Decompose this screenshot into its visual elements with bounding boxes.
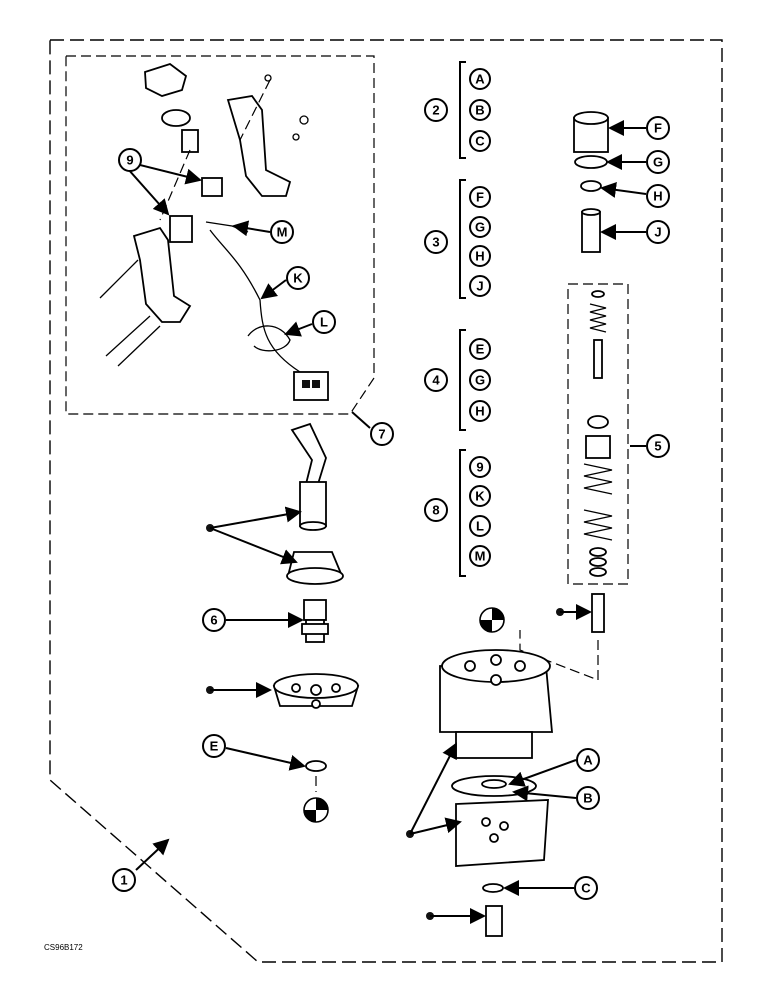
- svg-text:4: 4: [432, 373, 440, 388]
- svg-text:L: L: [320, 315, 328, 330]
- svg-text:G: G: [475, 220, 485, 235]
- svg-text:H: H: [653, 189, 662, 204]
- lever-column-drawing: [272, 422, 360, 792]
- svg-text:A: A: [475, 72, 485, 87]
- svg-text:8: 8: [432, 503, 439, 518]
- svg-text:J: J: [654, 225, 661, 240]
- kit-4-item-2: G: [469, 369, 491, 391]
- svg-text:C: C: [475, 134, 485, 149]
- svg-text:B: B: [583, 791, 592, 806]
- callout-J: J: [646, 220, 670, 244]
- svg-text:2: 2: [432, 103, 439, 118]
- kit-3-item-2: G: [469, 216, 491, 238]
- kit-4-item-3: H: [469, 400, 491, 422]
- kit-3-item-1: F: [469, 186, 491, 208]
- callout-E: E: [202, 734, 226, 758]
- callout-H: H: [646, 184, 670, 208]
- svg-text:E: E: [210, 739, 219, 754]
- kit-4-label: 4: [424, 368, 448, 392]
- svg-text:7: 7: [378, 427, 385, 442]
- svg-text:C: C: [581, 881, 591, 896]
- spring-kit-boundary: [567, 283, 629, 585]
- assembly-boundary: [49, 39, 723, 963]
- svg-text:F: F: [654, 121, 662, 136]
- svg-text:M: M: [277, 225, 288, 240]
- callout-9: 9: [118, 148, 142, 172]
- callout-7: 7: [370, 422, 394, 446]
- svg-text:9: 9: [126, 153, 133, 168]
- svg-text:G: G: [653, 155, 663, 170]
- kit-3-item-3: H: [469, 245, 491, 267]
- kit-4-item-1: E: [469, 338, 491, 360]
- kit-8-item-1: 9: [469, 456, 491, 478]
- reference-symbol-top: [479, 607, 505, 633]
- svg-text:3: 3: [432, 235, 439, 250]
- svg-text:A: A: [583, 753, 593, 768]
- leader-lines: [119, 120, 647, 924]
- svg-text:5: 5: [654, 439, 661, 454]
- svg-text:K: K: [293, 271, 303, 286]
- spring-kit-drawing: [519, 290, 613, 681]
- svg-text:K: K: [475, 489, 485, 504]
- svg-text:B: B: [475, 103, 484, 118]
- svg-text:F: F: [476, 190, 484, 205]
- callout-L: L: [312, 310, 336, 334]
- callout-A: A: [576, 748, 600, 772]
- svg-text:H: H: [475, 404, 484, 419]
- kit-3-item-4: J: [469, 275, 491, 297]
- callout-F: F: [646, 116, 670, 140]
- svg-text:6: 6: [210, 613, 217, 628]
- callout-B: B: [576, 786, 600, 810]
- svg-text:E: E: [476, 342, 485, 357]
- svg-text:G: G: [475, 373, 485, 388]
- handle-assembly-drawing: [99, 63, 329, 401]
- callout-1: 1: [112, 868, 136, 892]
- callout-5: 5: [646, 434, 670, 458]
- kit-2-item-3: C: [469, 130, 491, 152]
- callout-K: K: [286, 266, 310, 290]
- valve-body-drawing: [439, 649, 553, 937]
- reference-symbol-bottom: [303, 797, 329, 823]
- kit-3-label: 3: [424, 230, 448, 254]
- spool-parts-drawing: [573, 111, 609, 253]
- kit-8-item-4: M: [469, 545, 491, 567]
- callout-G: G: [646, 150, 670, 174]
- kit-2-item-2: B: [469, 99, 491, 121]
- kit-2-label: 2: [424, 98, 448, 122]
- kit-2-item-1: A: [469, 68, 491, 90]
- figure-code: CS96B172: [44, 943, 83, 952]
- svg-text:J: J: [476, 279, 483, 294]
- svg-text:L: L: [476, 519, 484, 534]
- kit-8-label: 8: [424, 498, 448, 522]
- svg-text:9: 9: [476, 460, 483, 475]
- handle-subassembly-boundary: [65, 55, 375, 415]
- svg-text:H: H: [475, 249, 484, 264]
- callout-M: M: [270, 220, 294, 244]
- svg-text:1: 1: [120, 873, 127, 888]
- svg-text:M: M: [475, 549, 486, 564]
- kit-8-item-3: L: [469, 515, 491, 537]
- kit-brackets: [459, 61, 466, 577]
- kit-8-item-2: K: [469, 485, 491, 507]
- callout-6: 6: [202, 608, 226, 632]
- callout-C: C: [574, 876, 598, 900]
